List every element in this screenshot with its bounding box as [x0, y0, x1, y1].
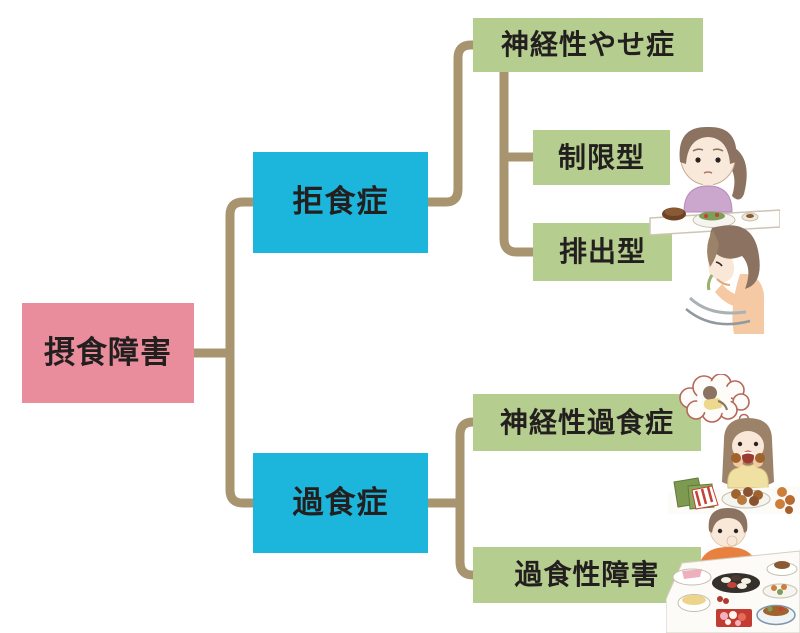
node-purging-type: 排出型 [533, 223, 672, 281]
node-anorexia-nervosa-label: 神経性やせ症 [500, 28, 675, 61]
node-anorexia-nervosa: 神経性やせ症 [473, 18, 703, 72]
girl-figure [679, 126, 747, 213]
node-anorexia: 拒食症 [253, 152, 428, 253]
connector-anorexia-to-anorexia-nervosa [428, 40, 474, 207]
connector-bulimia-to-level2 [455, 417, 474, 580]
binge-food-table [668, 477, 800, 514]
node-eating-disorder: 摂食障害 [22, 303, 194, 403]
toilet-bowl [685, 296, 751, 326]
node-eating-disorder-label: 摂食障害 [44, 334, 172, 371]
node-binge-eating-disorder: 過食性障害 [473, 547, 701, 603]
node-binge-eating-disorder-label: 過食性障害 [514, 558, 660, 591]
binge-eating-woman-figure [722, 418, 774, 489]
node-bulimia: 過食症 [253, 453, 428, 553]
connector-root-to-level1 [225, 197, 253, 508]
node-bulimia-label: 過食症 [292, 484, 389, 521]
node-anorexia-label: 拒食症 [292, 184, 389, 220]
node-bulimia-nervosa: 神経性過食症 [473, 394, 701, 451]
purge-thought-bubble [679, 374, 754, 431]
binge-eating-disorder-illustration [666, 508, 800, 633]
bulimia-nervosa-illustration [668, 374, 800, 514]
feast-table [666, 550, 800, 633]
node-restricting-type: 制限型 [533, 130, 670, 185]
node-restricting-type-label: 制限型 [557, 140, 645, 174]
purging-woman-figure [706, 225, 764, 334]
purging-type-illustration [685, 225, 764, 334]
meal-table [649, 207, 780, 236]
node-purging-type-label: 排出型 [558, 235, 646, 268]
node-bulimia-nervosa-label: 神経性過食症 [499, 405, 674, 439]
restricting-type-illustration [649, 126, 780, 236]
connector-anorexia-nervosa-down [499, 70, 534, 257]
